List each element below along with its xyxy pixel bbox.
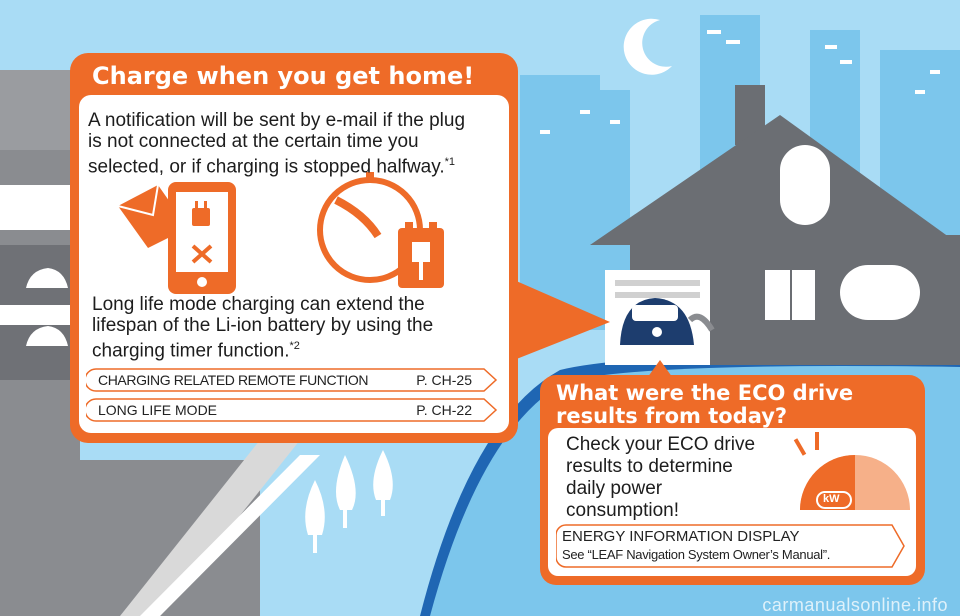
ref-pill-outline [86,368,498,392]
card1-p1-line3-text: selected, or if charging is stopped half… [88,156,445,178]
kw-gauge-icon [793,432,910,510]
card2-body-line1: Check your ECO drive [566,434,756,455]
ref-label: LONG LIFE MODE [98,402,218,418]
ref-pill-outline [556,524,905,568]
card2-title-line2: results from today? [556,404,788,428]
city-windows [540,30,940,134]
card1-p1-line3: selected, or if charging is stopped half… [88,152,465,177]
ref-subtitle: See “LEAF Navigation System Owner’s Manu… [562,547,831,562]
card2-body-line4: consumption! [566,500,680,521]
watermark: carmanualsonline.info [762,595,948,615]
smartphone-plug-icon [168,182,236,294]
card1-p1-line2: is not connected at the certain time you [88,131,419,152]
card-charge-home [70,53,610,443]
ref-page: P. CH-25 [416,372,472,388]
card1-p2-line3: charging timer function.*2 [92,336,433,361]
card2-title-line1: What were the ECO drive [556,381,854,405]
card2-body-line2: results to determine [566,456,733,477]
ref-link-long-life-mode[interactable]: LONG LIFE MODE P. CH-22 [86,398,498,422]
battery-icon [398,222,444,288]
card1-paragraph-1: A notification will be sent by e-mail if… [88,110,465,177]
card2-body-line3: daily power [566,478,663,499]
card1-title: Charge when you get home! [92,62,475,90]
ref-page: P. CH-22 [416,402,472,418]
card1-paragraph-2: Long life mode charging can extend the l… [92,294,433,361]
footnote-marker-2: *2 [289,340,300,352]
card1-p2-line1: Long life mode charging can extend the [92,294,425,315]
callout-pointer-2 [640,360,680,388]
callout-pointer [514,280,610,360]
footnote-marker-1: *1 [444,156,456,168]
parked-car-icons [26,268,68,346]
tree-icons [305,450,393,553]
house [590,85,960,365]
card2-title: What were the ECO drive results from tod… [556,382,853,428]
card1-p2-line3-text: charging timer function. [92,340,290,362]
ref-label: CHARGING RELATED REMOTE FUNCTION [98,372,369,388]
ref-link-energy-info[interactable]: ENERGY INFORMATION DISPLAY See “LEAF Nav… [556,524,906,568]
ref-title: ENERGY INFORMATION DISPLAY [562,528,800,545]
card2-body: Check your ECO drive results to determin… [566,434,755,522]
ref-link-charging-remote[interactable]: CHARGING RELATED REMOTE FUNCTION P. CH-2… [86,368,498,392]
ref-pill-outline [86,398,498,422]
kw-gauge-label: kW [823,493,840,505]
card1-p1-line1: A notification will be sent by e-mail if… [88,110,466,131]
moon-icon [623,18,672,75]
card1-p2-line2: lifespan of the Li-ion battery by using … [92,315,434,336]
car-icon [620,298,715,345]
ramp-structure [0,440,320,616]
